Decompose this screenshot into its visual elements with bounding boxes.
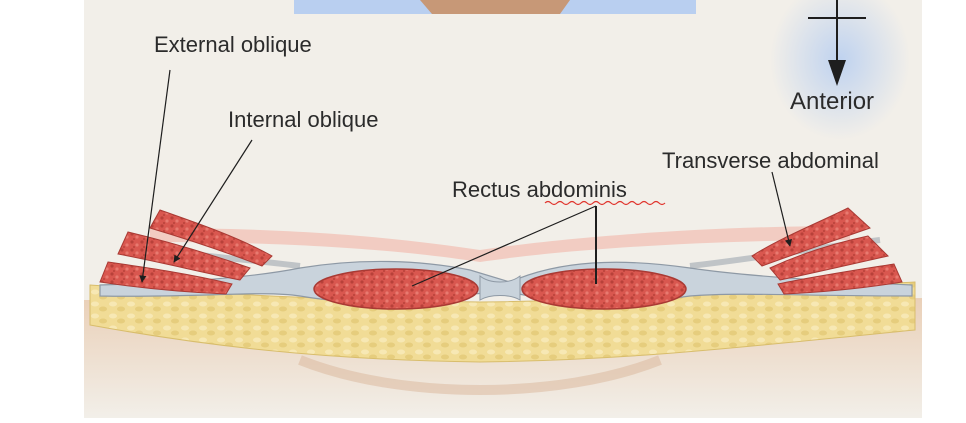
left-internal-oblique [117, 231, 251, 281]
transverse-abdominal-leader [771, 171, 792, 247]
down-arrow-icon [828, 60, 846, 86]
label-rectus-abdominis: Rectus abdominis [452, 177, 627, 202]
label-transverse-abdominal: Transverse abdominal [662, 148, 879, 173]
left-external-oblique [99, 261, 233, 295]
internal-oblique-leader [173, 139, 253, 263]
label-internal-oblique: Internal oblique [228, 107, 378, 132]
posterior-shading [150, 226, 850, 262]
right-external-oblique [777, 263, 903, 295]
rectus-leader-left [411, 205, 597, 287]
spellcheck-underline [544, 200, 666, 206]
right-rectus-abdominis [521, 268, 687, 310]
linea-alba [479, 274, 521, 301]
label-anterior: Anterior [790, 88, 874, 115]
right-internal-oblique [769, 235, 889, 281]
label-external-oblique: External oblique [154, 32, 312, 57]
right-lateral-muscles [751, 207, 903, 295]
top-image-strip [294, 0, 696, 14]
right-transverse-abdominal [751, 207, 871, 267]
leader-lines [139, 69, 792, 287]
left-lateral-muscles [99, 209, 273, 295]
external-oblique-leader [139, 69, 171, 283]
orientation-indicator [808, 0, 866, 86]
left-rectus-abdominis [313, 268, 479, 310]
